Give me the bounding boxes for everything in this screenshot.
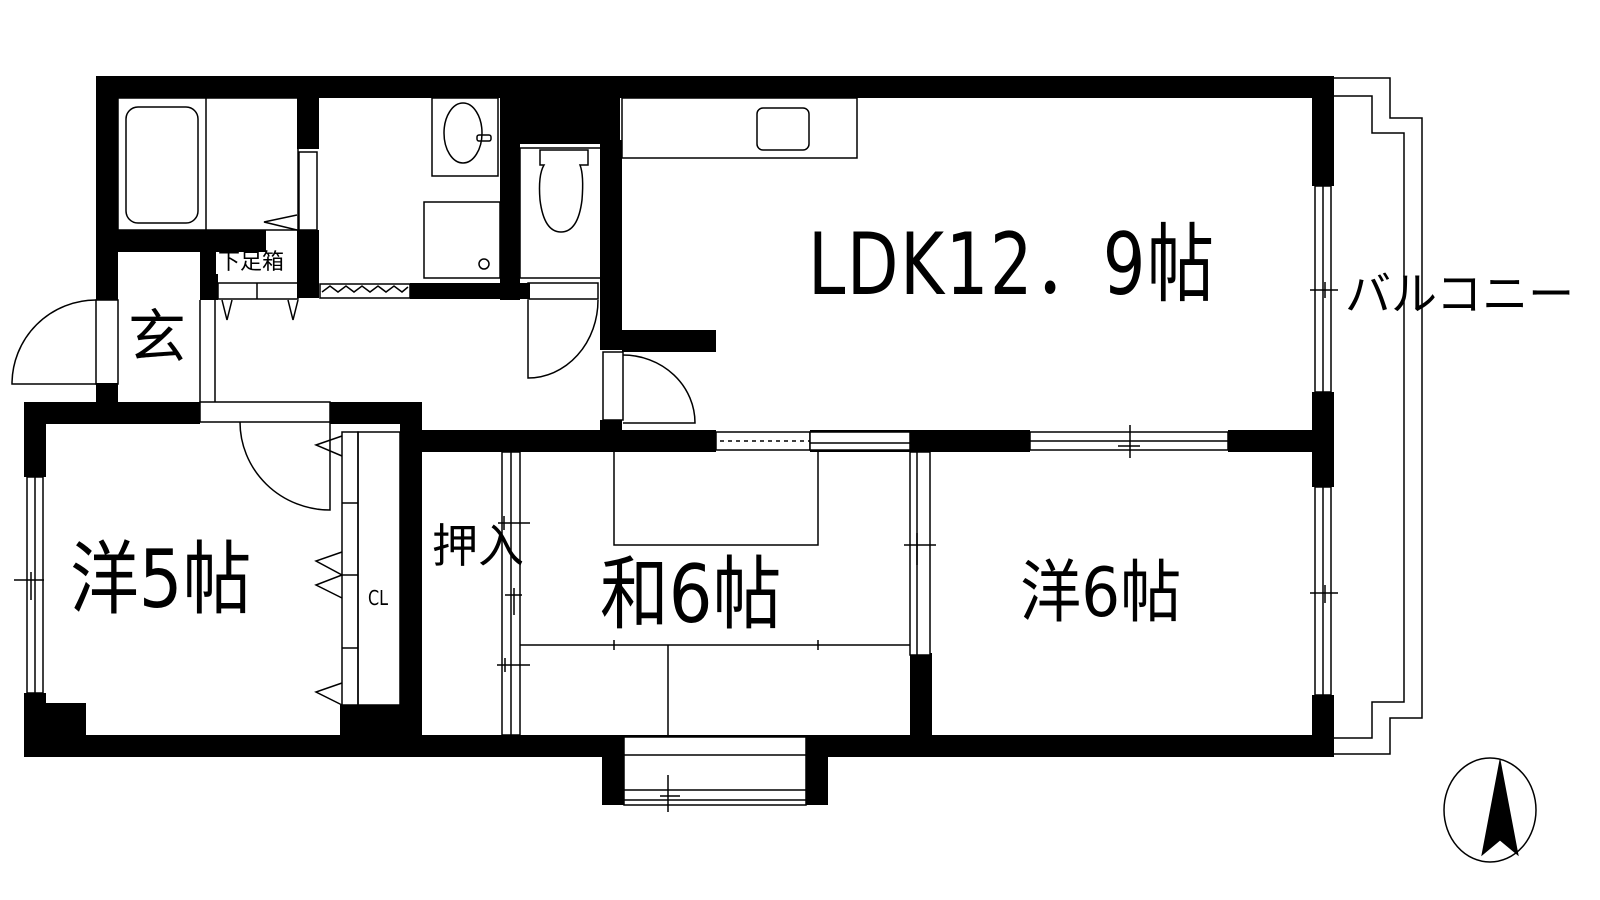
bay-window bbox=[623, 736, 807, 806]
wash-curtain bbox=[319, 283, 411, 299]
tatami-lines bbox=[613, 452, 819, 546]
j6-w6-sliding bbox=[909, 451, 931, 656]
washbasin-icon bbox=[443, 102, 483, 164]
bathtub-icon bbox=[125, 106, 199, 224]
balcony-inner bbox=[1334, 95, 1405, 739]
wall-bath-bottom bbox=[96, 230, 266, 252]
wall-mid-1 bbox=[420, 430, 716, 452]
wall-left-entry-post bbox=[96, 383, 118, 403]
wall-shoebox-right bbox=[297, 230, 319, 298]
room-label-oshiire: 押入 bbox=[432, 519, 524, 573]
toilet-door-frame bbox=[527, 282, 599, 300]
wall-bay-right bbox=[806, 735, 828, 805]
wall-shoebox-left bbox=[200, 250, 218, 300]
w5-door-frame bbox=[199, 401, 331, 423]
wall-toilet-left bbox=[500, 140, 520, 300]
compass-icon bbox=[1443, 757, 1537, 863]
wall-bath-right bbox=[297, 76, 319, 149]
wall-w5-right bbox=[400, 402, 422, 755]
entrance-door-swing bbox=[11, 299, 97, 385]
wall-right-1 bbox=[1312, 76, 1334, 186]
washbasin-counter bbox=[431, 97, 499, 177]
room-label-western-5: 洋5帖 bbox=[70, 533, 252, 626]
north-arrow-icon bbox=[1481, 759, 1519, 857]
wall-mid-4 bbox=[1228, 430, 1334, 452]
entrance-door-frame bbox=[95, 299, 119, 385]
room-label-western-6: 洋6帖 bbox=[1020, 554, 1182, 633]
balcony-outer bbox=[1334, 77, 1423, 755]
room-label-ldk: LDK12．9帖 bbox=[808, 215, 1216, 315]
closet-doors bbox=[341, 431, 359, 706]
wall-left-upper bbox=[96, 76, 118, 246]
bathroom-outline bbox=[117, 97, 299, 231]
wall-w5-top-right bbox=[330, 402, 422, 424]
wall-w5-left-top bbox=[24, 402, 46, 477]
wall-toilet-top bbox=[500, 76, 620, 144]
wall-bay-left bbox=[602, 735, 624, 805]
kitchen-counter bbox=[621, 97, 858, 159]
wall-toilet-right bbox=[600, 140, 622, 350]
wall-ldk-stub bbox=[622, 330, 716, 352]
wall-left-mid bbox=[96, 245, 118, 300]
closet-space bbox=[357, 431, 401, 706]
ldk-door-swing bbox=[622, 354, 696, 424]
bath-door bbox=[298, 151, 318, 231]
room-label-japanese-6: 和6帖 bbox=[600, 548, 782, 641]
w5-door-swing bbox=[239, 421, 331, 511]
room-label-entrance: 玄 bbox=[128, 303, 187, 371]
wall-j6-w6 bbox=[910, 653, 932, 755]
wall-top bbox=[96, 76, 1334, 98]
room-label-shoe-box: 下足箱 bbox=[216, 250, 287, 275]
room-label-closet: CL bbox=[368, 586, 389, 610]
washing-machine-pan bbox=[423, 201, 501, 279]
toilet-icon bbox=[538, 149, 589, 233]
toilet-door-swing bbox=[527, 299, 599, 379]
ldk-door-frame bbox=[602, 351, 624, 421]
room-label-balcony: バルコニー bbox=[1345, 267, 1575, 321]
kitchen-sink-icon bbox=[756, 107, 810, 151]
wall-w5-top-left bbox=[24, 402, 200, 424]
wall-mid-3 bbox=[910, 430, 1030, 452]
toilet-room bbox=[519, 147, 603, 279]
shoe-box bbox=[217, 282, 299, 300]
